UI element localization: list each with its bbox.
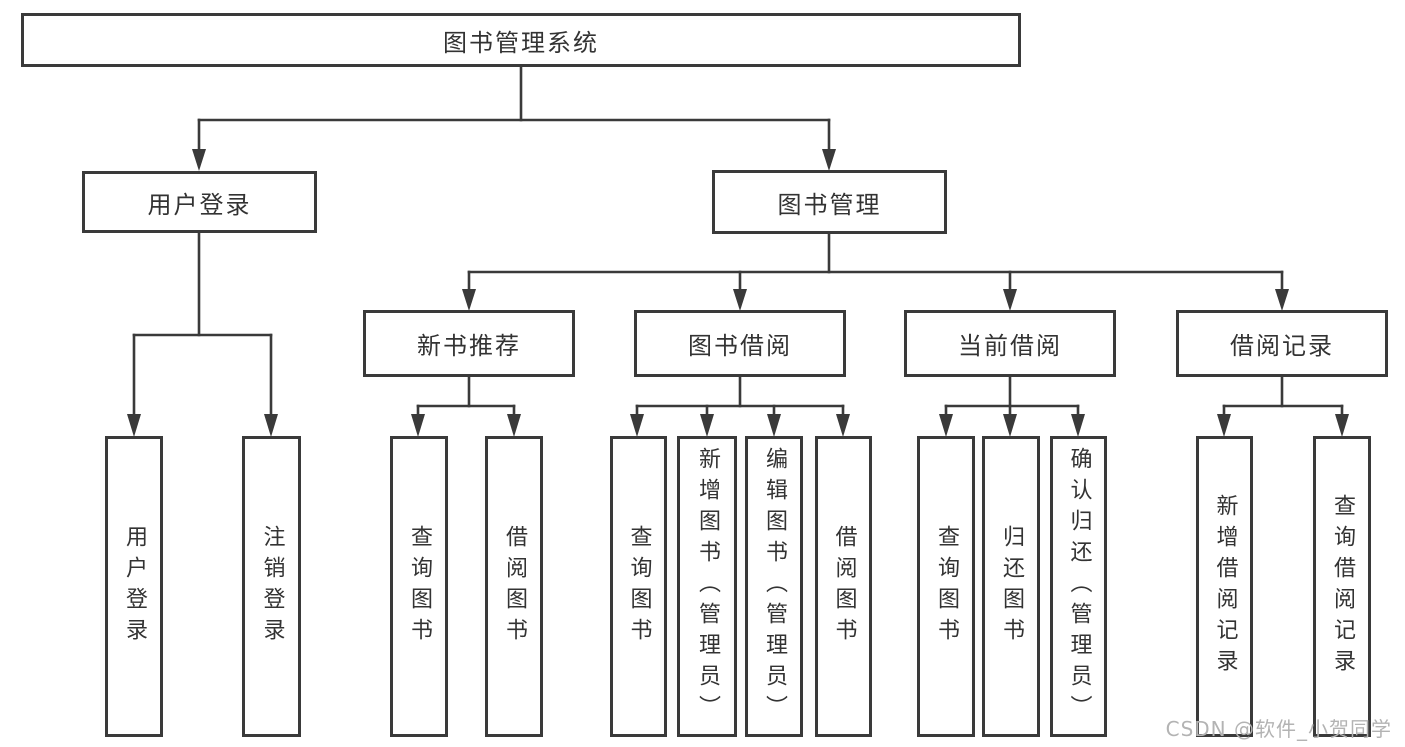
leaf-current-confirm-return-admin-label: 确认归还（管理员） [1066,447,1092,726]
leaf-records-query-record: 查询借阅记录 [1313,436,1371,737]
csdn-watermark: CSDN @软件_小贺同学 [1165,717,1392,741]
leaf-recommend-borrow-books: 借阅图书 [485,436,543,737]
node-current-borrow: 当前借阅 [904,310,1116,377]
node-current-borrow-label: 当前借阅 [958,332,1062,360]
leaf-current-query-books: 查询图书 [917,436,975,737]
leaf-borrow-edit-books-admin-label: 编辑图书（管理员） [762,447,787,726]
leaf-current-confirm-return-admin: 确认归还（管理员） [1050,436,1107,737]
node-borrow-records: 借阅记录 [1176,310,1388,377]
node-new-book-recommend: 新书推荐 [363,310,575,377]
node-root-label: 图书管理系统 [443,28,599,57]
leaf-recommend-query-books-label: 查询图书 [407,524,432,649]
node-book-borrow: 图书借阅 [634,310,846,377]
leaf-borrow-borrow-books-label: 借阅图书 [831,524,857,649]
leaf-logout-label: 注销登录 [259,524,285,649]
leaf-borrow-query-books: 查询图书 [610,436,667,737]
node-book-borrow-label: 图书借阅 [688,332,792,360]
node-book-management-label: 图书管理 [777,190,882,219]
leaf-records-add-record: 新增借阅记录 [1196,436,1253,737]
leaf-records-query-record-label: 查询借阅记录 [1330,493,1355,680]
leaf-records-add-record-label: 新增借阅记录 [1212,493,1238,680]
node-book-management: 图书管理 [712,170,947,234]
node-borrow-records-label: 借阅记录 [1230,332,1334,360]
leaf-recommend-borrow-books-label: 借阅图书 [502,524,527,649]
node-new-book-recommend-label: 新书推荐 [417,332,521,360]
leaf-borrow-add-books-admin: 新增图书（管理员） [677,436,737,737]
connector-arrowheads [127,149,1349,437]
node-user-login: 用户登录 [82,171,317,233]
node-user-login-label: 用户登录 [147,190,252,219]
leaf-borrow-query-books-label: 查询图书 [626,524,652,649]
leaf-user-login-label: 用户登录 [122,524,147,649]
leaf-current-query-books-label: 查询图书 [934,524,959,649]
leaf-current-return-books: 归还图书 [982,436,1040,737]
node-root: 图书管理系统 [21,13,1021,67]
leaf-logout: 注销登录 [242,436,301,737]
leaf-borrow-add-books-admin-label: 新增图书（管理员） [695,447,720,726]
leaf-borrow-edit-books-admin: 编辑图书（管理员） [745,436,803,737]
leaf-borrow-borrow-books: 借阅图书 [815,436,872,737]
leaf-user-login: 用户登录 [105,436,163,737]
leaf-recommend-query-books: 查询图书 [390,436,448,737]
leaf-current-return-books-label: 归还图书 [999,524,1024,649]
